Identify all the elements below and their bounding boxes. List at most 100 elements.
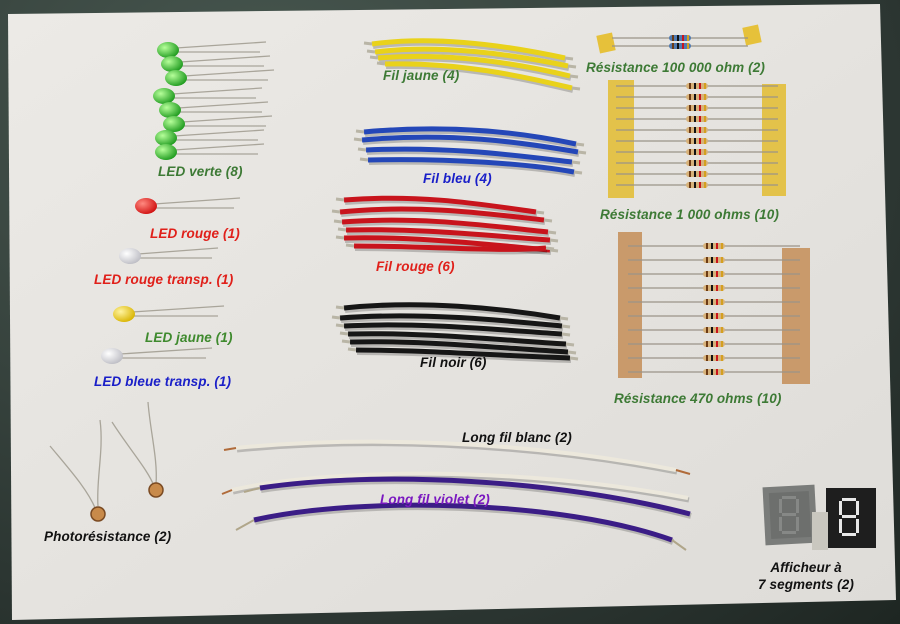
label-led-bleue-transp: LED bleue transp. (1) [94, 374, 232, 389]
res470-2-band-0 [706, 271, 708, 277]
res470-5-band-2 [716, 313, 718, 319]
res470-8-band-3 [721, 355, 723, 361]
led-green-3-lead-a [171, 87, 263, 95]
res1k-6-band-3 [704, 149, 706, 155]
black-wire-5-tip-right [569, 356, 579, 361]
res1k-5-band-3 [704, 138, 706, 144]
led-green-5-lead-a [181, 115, 273, 123]
label-long-fil-blanc: Long fil blanc (2) [462, 430, 572, 445]
res470-1-band-1 [711, 257, 713, 263]
res1k-4-band-2 [699, 127, 701, 133]
res1k-1-band-2 [699, 94, 701, 100]
res1k-2-band-2 [699, 105, 701, 111]
black-wire-3-tip-right [565, 342, 575, 347]
long-violet-wire-1 [253, 502, 673, 543]
long-white-tip-2 [221, 489, 233, 495]
res470-2-band-2 [716, 271, 718, 277]
red-wire-0 [343, 195, 537, 215]
res1k-5-band-2 [699, 138, 701, 144]
res100k-0-band-1 [677, 35, 679, 41]
led-red-transparent-lead-a [137, 247, 219, 255]
long-violet-tip-2 [671, 539, 687, 551]
blue-wire-0 [363, 126, 577, 147]
res470-6-band-1 [711, 327, 713, 333]
long-violet-wire-0 [259, 476, 691, 517]
black-wire-4-tip-left [341, 339, 351, 344]
label-led-rouge-transp: LED rouge transp. (1) [94, 272, 234, 287]
red-wire-3-tip-left [337, 227, 347, 232]
res470-8-band-1 [711, 355, 713, 361]
black-wire-5 [355, 347, 571, 361]
red-wire-5-tip-left [345, 243, 355, 248]
res100k-0-band-2 [682, 35, 684, 41]
led-green-4-lead-a [177, 101, 269, 109]
red-wire-1-tip-right [543, 218, 553, 223]
photo-1-body [148, 482, 164, 498]
leds-group [101, 41, 275, 364]
res470-9-band-2 [716, 369, 718, 375]
display-1-seg-2 [856, 519, 859, 533]
yellow-wire-1-tip-left [366, 49, 376, 54]
res470-6-band-2 [716, 327, 718, 333]
res470-8-body [703, 355, 725, 361]
tape-100k-left [596, 32, 616, 54]
displays-group [762, 484, 876, 550]
blue-wire-2-tip-left [357, 147, 367, 152]
tape-470-left [618, 232, 642, 378]
red-wire-2-tip-right [547, 230, 557, 235]
red-wire-2-tip-left [333, 219, 343, 224]
display-0-seg-4 [779, 517, 782, 531]
res100k-1-body [669, 43, 691, 49]
led-blue-transparent-lead-a [119, 347, 213, 355]
paper-sheet [8, 4, 896, 620]
red-wire-2 [341, 217, 549, 235]
display-0-seg-0 [782, 496, 796, 499]
res1k-7-band-1 [694, 160, 696, 166]
res470-1-band-0 [706, 257, 708, 263]
yellow-wire-2 [377, 53, 571, 79]
blue-wire-0-tip-right [575, 142, 585, 147]
label-fil-bleu: Fil bleu (4) [423, 171, 492, 186]
res470-7-band-0 [706, 341, 708, 347]
res1k-0-band-1 [694, 83, 696, 89]
res470-9-band-1 [711, 369, 713, 375]
blue-wire-1-tip-left [353, 137, 363, 142]
res470-0-band-2 [716, 243, 718, 249]
black-wire-4-tip-right [567, 350, 577, 355]
res470-4-band-0 [706, 299, 708, 305]
res1k-1-band-1 [694, 94, 696, 100]
res470-3-band-2 [716, 285, 718, 291]
tape-1k-left [608, 80, 634, 198]
yellow-wire-1 [374, 46, 569, 69]
yellow-wire-3-tip-right [571, 86, 581, 91]
black-wire-2 [343, 322, 563, 337]
res470-3-band-3 [721, 285, 723, 291]
res100k-0-body [669, 35, 691, 41]
label-fil-rouge: Fil rouge (6) [376, 259, 455, 274]
res470-8-band-2 [716, 355, 718, 361]
res1k-5-band-1 [694, 138, 696, 144]
long-white-tip-1 [675, 469, 691, 475]
res1k-0-band-3 [704, 83, 706, 89]
res470-1-band-3 [721, 257, 723, 263]
res470-0-body [703, 243, 725, 249]
black-wire-0-tip-right [559, 316, 569, 321]
black-wire-3-tip-left [339, 331, 349, 336]
res1k-4-band-3 [704, 127, 706, 133]
led-green-7-lead-a [173, 143, 265, 151]
res1k-7-band-2 [699, 160, 701, 166]
res470-5-band-1 [711, 313, 713, 319]
yellow-wire-0-tip-right [564, 56, 574, 61]
red-wire-3-tip-right [549, 238, 559, 243]
red-wire-1-tip-left [331, 209, 341, 214]
led-blue-transparent-body [101, 348, 123, 364]
res1k-3-band-2 [699, 116, 701, 122]
res470-7-band-1 [711, 341, 713, 347]
res1k-2-band-0 [689, 105, 691, 111]
res1k-7-band-0 [689, 160, 691, 166]
display-1-pins [812, 512, 828, 550]
display-1-seg-5 [839, 501, 842, 515]
display-0-seg-5 [779, 499, 782, 513]
res470-4-band-2 [716, 299, 718, 305]
res1k-6-body [686, 149, 708, 155]
